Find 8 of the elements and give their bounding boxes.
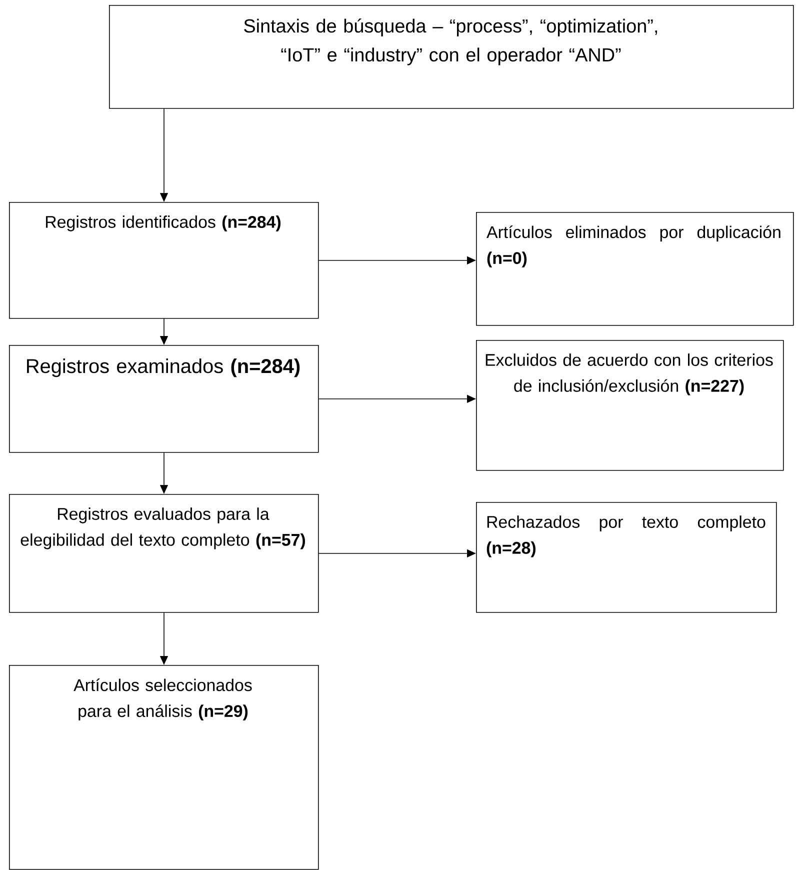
process-box: Registros examinados (n=284) <box>9 345 319 453</box>
process-box: Excluidos de acuerdo con los criterios de inclusión/exclusión (n=227) <box>476 340 784 471</box>
process-box: Rechazados por texto completo (n=28) <box>476 502 777 613</box>
process-box: Registros evaluados para la elegibilidad del texto completo (n=57) <box>9 494 319 613</box>
process-box: Artículos eliminados por duplicación (n=0) <box>476 212 794 326</box>
process-box: Registros identificados (n=284) <box>9 202 319 319</box>
process-box: Sintaxis de búsqueda – “process”, “optimization”, “IoT” e “industry” con el operador “AND” <box>109 5 794 109</box>
process-box: Artículos seleccionados para el análisis (n=29) <box>9 665 319 870</box>
